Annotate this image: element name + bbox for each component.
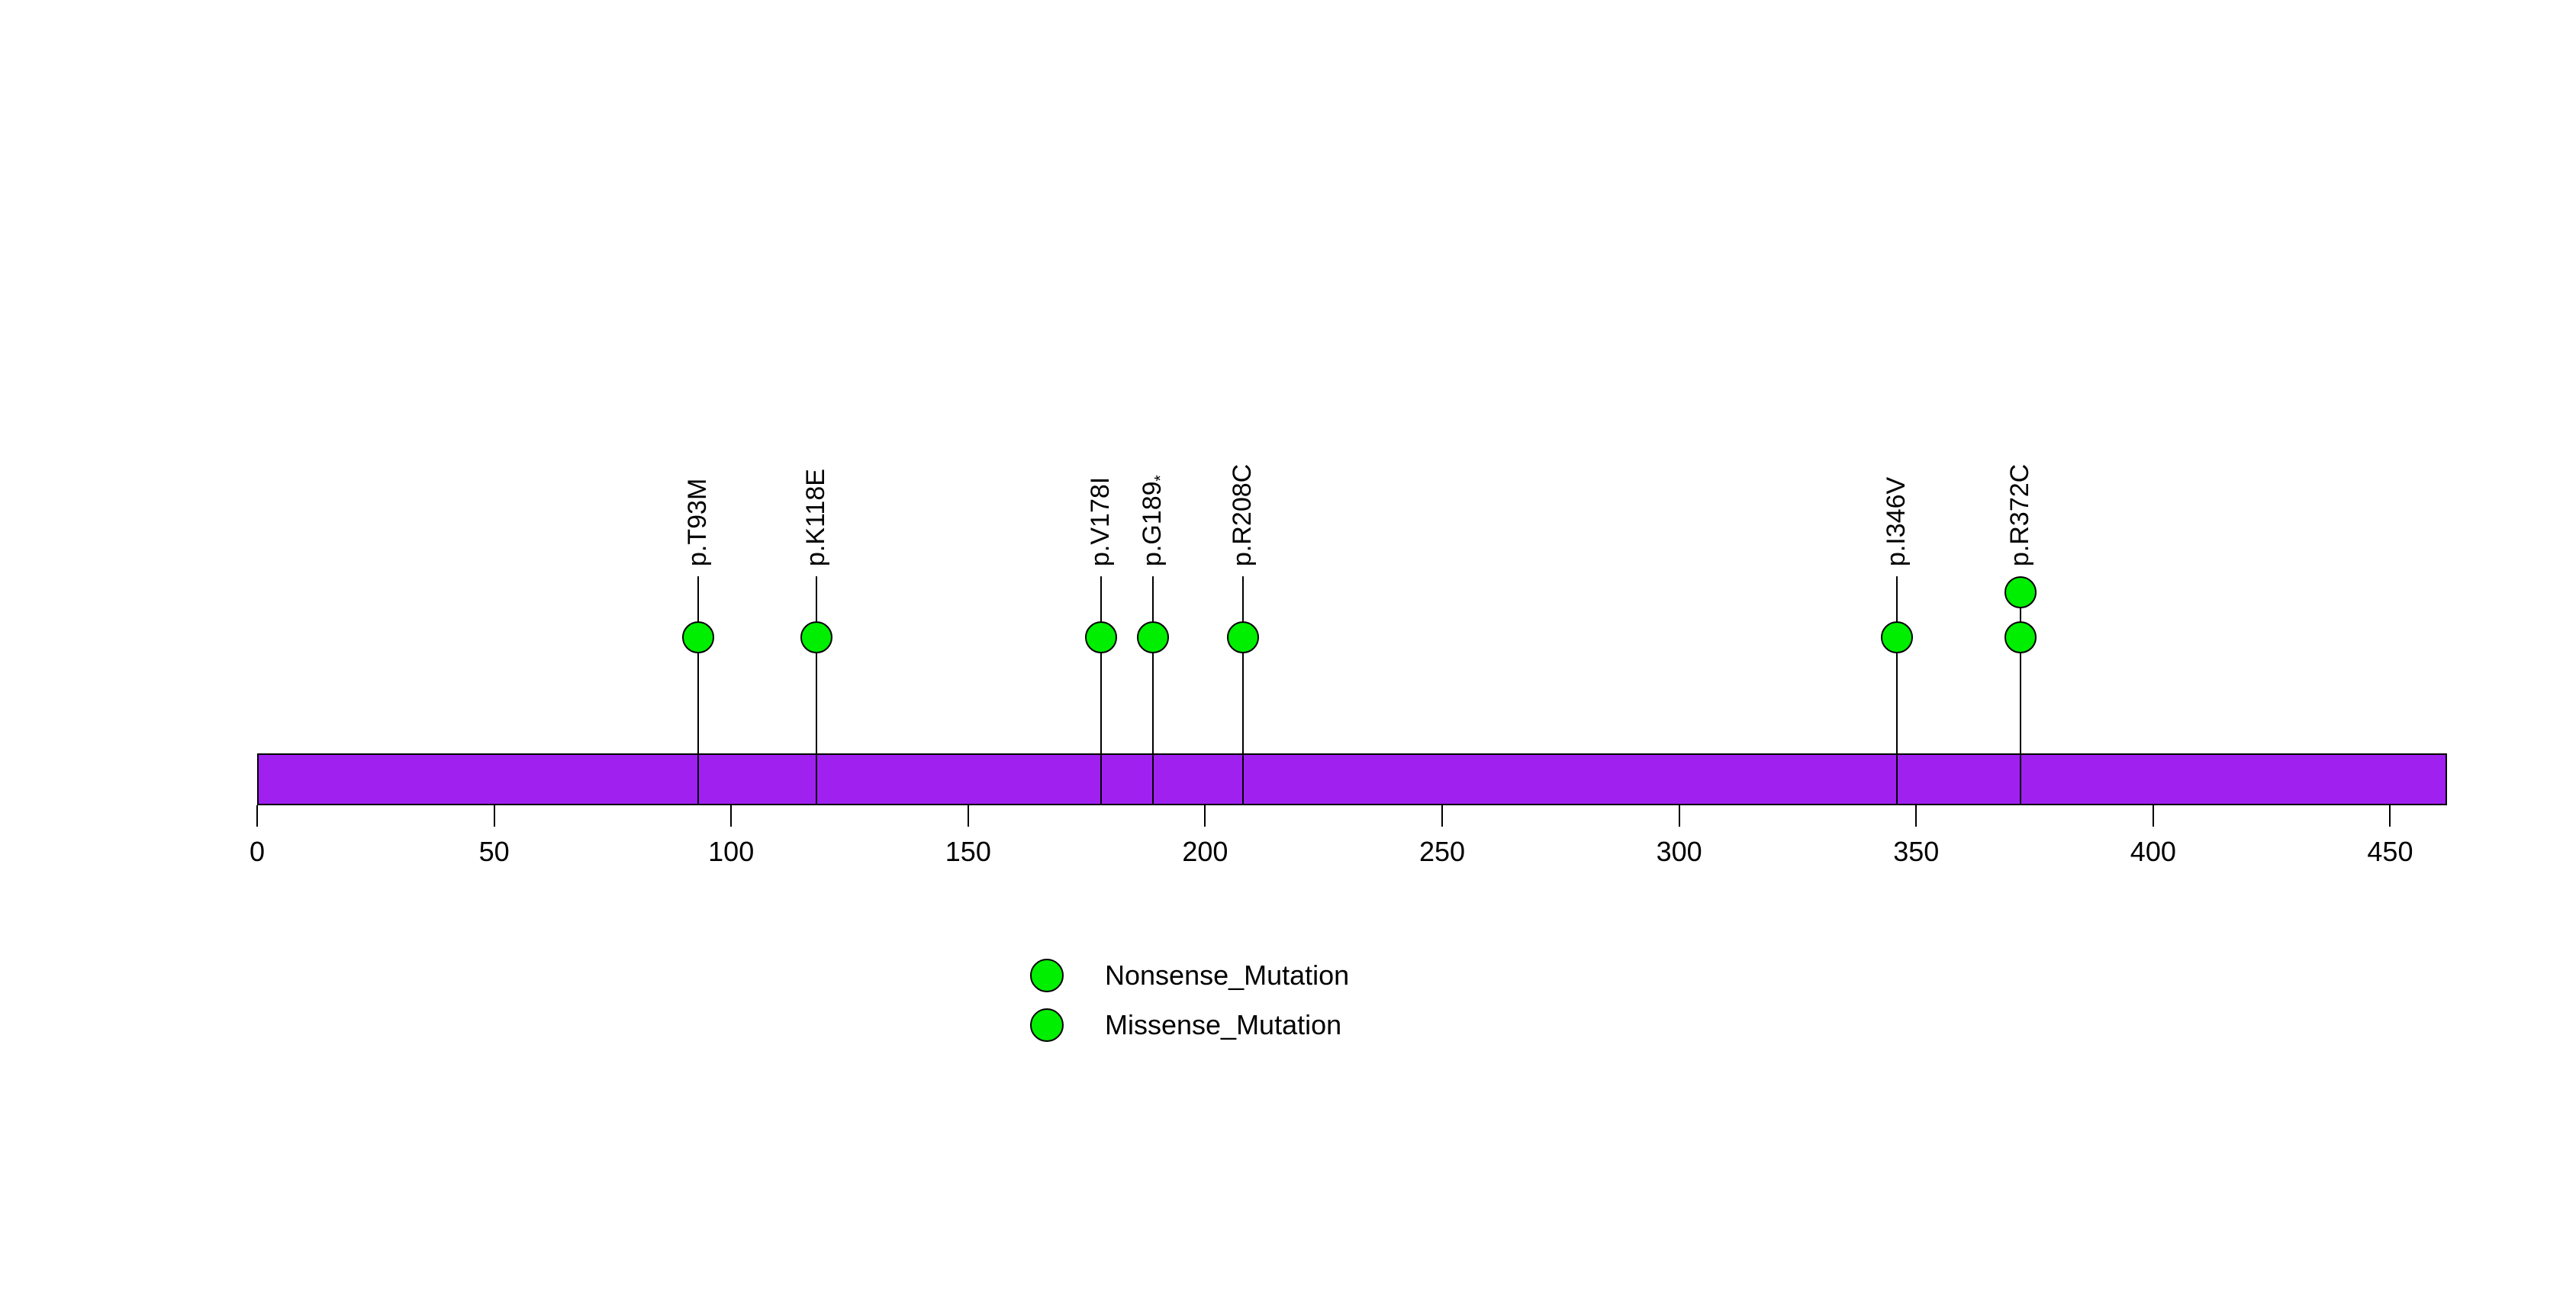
x-axis-tick-label: 450 — [2367, 836, 2413, 867]
x-axis-tick-label: 400 — [2130, 836, 2176, 867]
x-axis-tick-label: 100 — [708, 836, 755, 867]
x-axis-tick-label: 50 — [478, 836, 510, 867]
x-axis-tick — [256, 805, 258, 827]
mutation-circle — [1137, 621, 1170, 653]
protein-bar — [257, 753, 2447, 805]
lollipop-stem — [1152, 576, 1154, 805]
x-axis-tick-label: 200 — [1182, 836, 1228, 867]
mutation-circle — [1084, 621, 1117, 653]
x-axis-tick-label: 250 — [1418, 836, 1466, 867]
legend-circle-icon — [1030, 959, 1064, 992]
x-axis-tick — [2389, 805, 2391, 827]
mutation-label: p.G189* — [1138, 475, 1170, 566]
mutation-label: p.V178I — [1085, 476, 1115, 566]
lollipop-stem — [1896, 576, 1898, 805]
x-axis-tick — [967, 805, 969, 827]
mutation-circle — [1881, 621, 1914, 653]
x-axis-tick-label: 0 — [249, 836, 266, 867]
lollipop-stem — [2019, 576, 2021, 805]
mutation-label: p.K118E — [801, 469, 831, 566]
mutation-circle — [800, 621, 833, 653]
x-axis-tick — [1204, 805, 1206, 827]
mutation-circle — [1227, 621, 1260, 653]
lollipop-stem — [816, 576, 818, 805]
mutation-circle — [681, 621, 714, 653]
mutation-circle — [2004, 621, 2037, 653]
mutation-circle — [2004, 576, 2037, 608]
legend-label: Missense_Mutation — [1105, 1009, 1342, 1040]
mutation-label: p.I346V — [1882, 476, 1911, 566]
legend-circle-icon — [1030, 1008, 1064, 1042]
x-axis-tick-label: 300 — [1656, 836, 1702, 867]
nonsense-asterisk: * — [1151, 475, 1170, 482]
x-axis-tick — [1915, 805, 1918, 827]
mutation-label: p.R208C — [1228, 463, 1257, 566]
lollipop-stem — [1242, 576, 1245, 805]
lollipop-stem — [697, 576, 699, 805]
x-axis-tick — [1678, 805, 1680, 827]
mutation-label: p.T93M — [682, 478, 712, 566]
x-axis-tick — [1441, 805, 1444, 827]
lollipop-stem — [1100, 576, 1102, 805]
x-axis-tick-label: 350 — [1893, 836, 1940, 867]
legend-label: Nonsense_Mutation — [1105, 959, 1350, 991]
x-axis-tick — [493, 805, 495, 827]
x-axis-tick — [730, 805, 733, 827]
mutation-label: p.R372C — [2004, 463, 2034, 566]
x-axis-tick — [2152, 805, 2154, 827]
x-axis-tick-label: 150 — [945, 836, 991, 867]
